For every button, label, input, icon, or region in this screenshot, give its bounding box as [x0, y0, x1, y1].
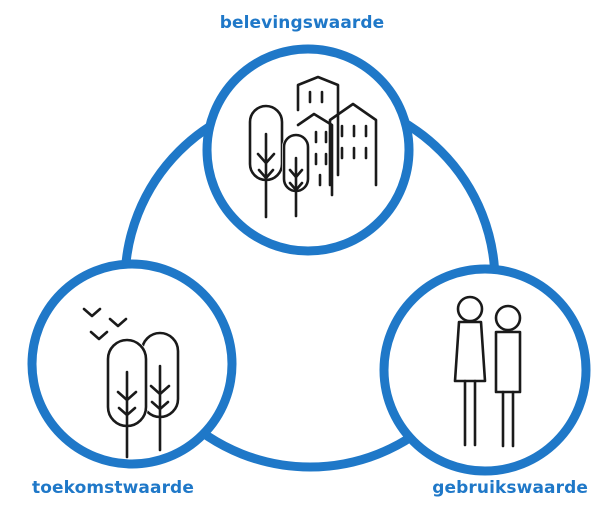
bird-icon [108, 317, 128, 328]
node-label-toekomstwaarde: toekomstwaarde [32, 478, 194, 498]
two-people-icon [453, 295, 522, 448]
node-gebruikswaarde [379, 264, 591, 476]
node-label-gebruikswaarde: gebruikswaarde [432, 478, 588, 498]
city-with-trees-icon [248, 75, 378, 219]
bird-icon [82, 307, 102, 318]
bird-icon [89, 330, 109, 341]
trees-with-birds-icon [82, 307, 180, 459]
node-label-belevingswaarde: belevingswaarde [219, 13, 385, 33]
node-belevingswaarde [202, 44, 414, 256]
node-toekomstwaarde [27, 259, 237, 469]
